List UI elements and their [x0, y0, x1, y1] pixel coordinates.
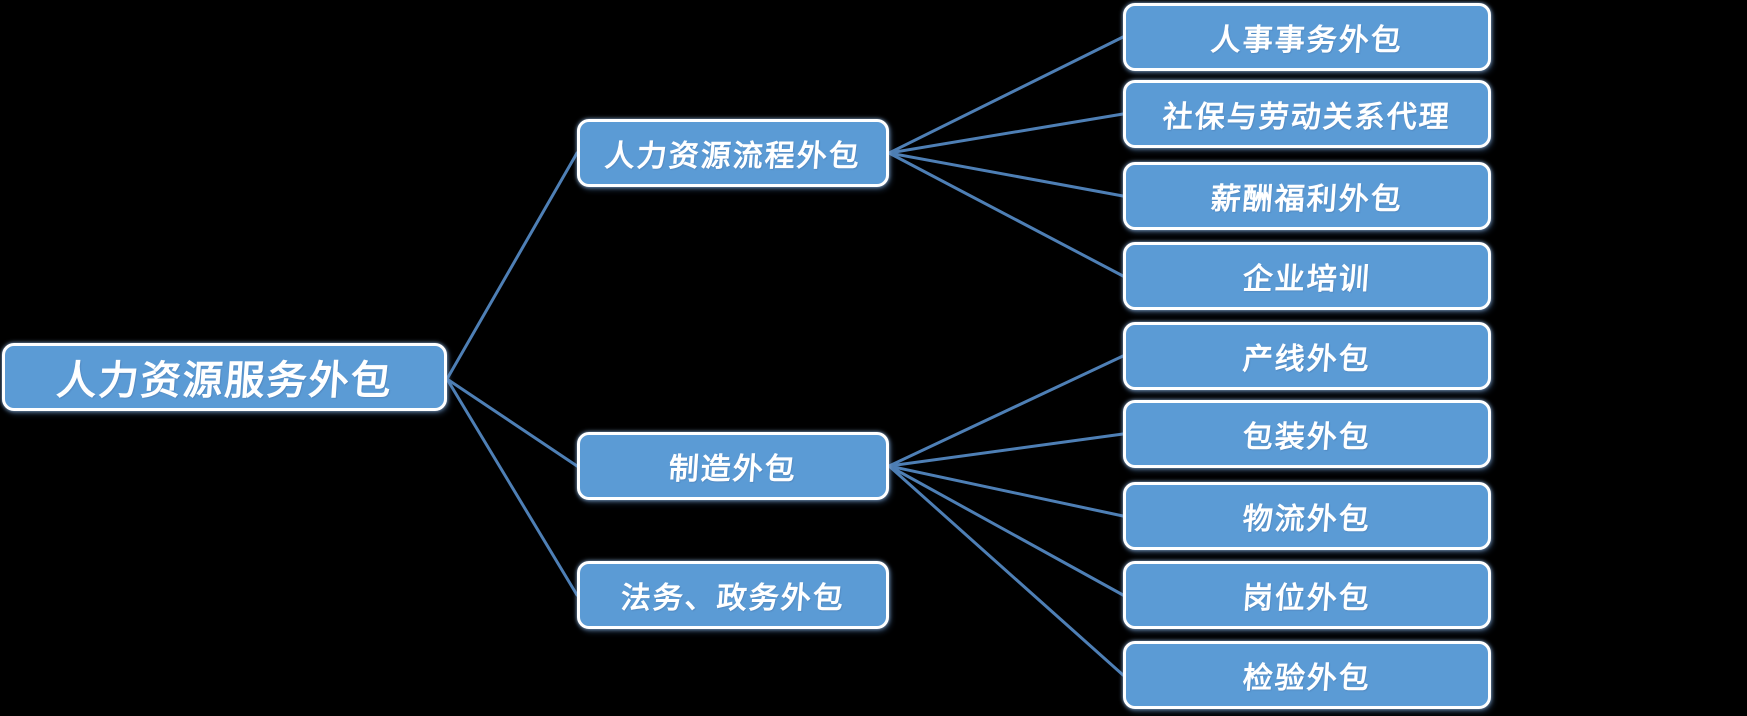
connector-mfg-to-logistics — [887, 464, 1125, 518]
connector-root-to-hr-process — [445, 151, 579, 381]
leaf-node-label: 包装外包 — [1241, 421, 1372, 454]
leaf-node-social-insurance-labor-relations: 社保与劳动关系代理 — [1123, 80, 1491, 148]
leaf-node-label: 检验外包 — [1241, 662, 1372, 695]
branch-node-legal-gov-outsourcing: 法务、政务外包 — [577, 561, 889, 629]
branch-node-label: 人力资源流程外包 — [603, 140, 862, 173]
branch-node-hr-process-outsourcing: 人力资源流程外包 — [577, 119, 889, 187]
connector-hr-to-social-insurance — [887, 112, 1125, 155]
root-node-hr-service-outsourcing: 人力资源服务外包 — [2, 343, 447, 411]
connector-hr-to-corporate-training — [887, 151, 1125, 278]
root-node-label: 人力资源服务外包 — [54, 359, 394, 403]
leaf-node-label: 产线外包 — [1241, 343, 1372, 376]
leaf-node-production-line: 产线外包 — [1123, 322, 1491, 390]
connector-mfg-to-inspection — [887, 464, 1125, 677]
leaf-node-label: 薪酬福利外包 — [1209, 183, 1404, 216]
leaf-node-label: 企业培训 — [1241, 263, 1372, 296]
branch-node-manufacturing-outsourcing: 制造外包 — [577, 432, 889, 500]
branch-node-label: 法务、政务外包 — [619, 582, 846, 615]
leaf-node-position: 岗位外包 — [1123, 561, 1491, 629]
connector-root-to-manufacturing — [445, 377, 579, 468]
connector-mfg-to-packaging — [887, 432, 1125, 468]
leaf-node-corporate-training: 企业培训 — [1123, 242, 1491, 310]
connector-mfg-to-position — [887, 464, 1125, 597]
connector-root-to-legal — [445, 377, 579, 597]
leaf-node-payroll-benefits: 薪酬福利外包 — [1123, 162, 1491, 230]
leaf-node-label: 岗位外包 — [1241, 582, 1372, 615]
leaf-node-label: 物流外包 — [1241, 503, 1372, 536]
leaf-node-inspection: 检验外包 — [1123, 641, 1491, 709]
connector-hr-to-payroll-benefits — [887, 151, 1125, 198]
connector-mfg-to-production-line — [887, 354, 1125, 468]
leaf-node-logistics: 物流外包 — [1123, 482, 1491, 550]
connector-hr-to-personnel-affairs — [887, 35, 1125, 155]
leaf-node-personnel-affairs: 人事事务外包 — [1123, 3, 1491, 71]
leaf-node-label: 人事事务外包 — [1209, 24, 1404, 57]
leaf-node-label: 社保与劳动关系代理 — [1161, 101, 1452, 134]
leaf-node-packaging: 包装外包 — [1123, 400, 1491, 468]
branch-node-label: 制造外包 — [667, 453, 798, 486]
